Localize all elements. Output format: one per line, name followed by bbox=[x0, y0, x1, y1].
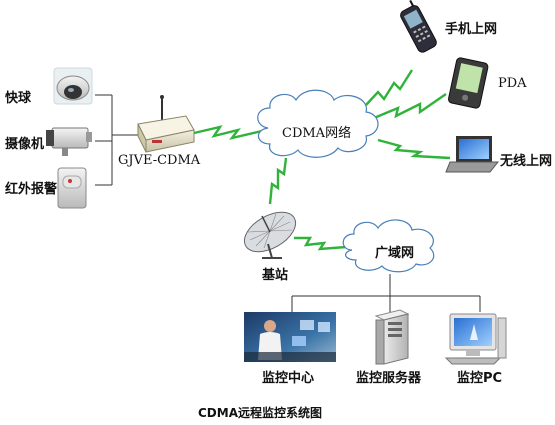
lan-wiring bbox=[291, 274, 481, 312]
label-cdma-network: CDMA网络 bbox=[282, 126, 352, 141]
pda-icon bbox=[448, 57, 489, 109]
label-pda: PDA bbox=[498, 76, 527, 91]
cdma-modem-icon bbox=[137, 95, 195, 153]
mobile-phone-icon bbox=[400, 0, 437, 53]
monitor-pc-icon bbox=[444, 313, 507, 365]
link-cdma-to-base bbox=[268, 157, 288, 205]
monitor-center-photo bbox=[244, 312, 336, 362]
base-station-icon bbox=[243, 211, 297, 259]
link-cdma-to-laptop bbox=[377, 138, 451, 160]
label-mobile-phone: 手机上网 bbox=[445, 22, 498, 37]
label-monitor-center: 监控中心 bbox=[262, 371, 315, 386]
cdma-network-cloud bbox=[257, 89, 379, 158]
link-cdma-to-phone bbox=[365, 69, 414, 106]
label-infrared-alarm: 红外报警 bbox=[5, 182, 58, 197]
wan-cloud bbox=[342, 219, 435, 273]
laptop-icon bbox=[445, 136, 500, 173]
label-wireless-internet: 无线上网 bbox=[500, 154, 553, 169]
link-modem-to-cdma bbox=[193, 125, 263, 140]
left-device-bracket bbox=[95, 94, 138, 186]
label-base-station: 基站 bbox=[262, 268, 289, 283]
label-wan: 广域网 bbox=[375, 246, 415, 261]
server-icon bbox=[374, 309, 410, 365]
link-cdma-to-pda bbox=[373, 93, 447, 120]
diagram-caption: CDMA远程监控系统图 bbox=[198, 406, 322, 420]
infrared-alarm-icon bbox=[57, 167, 87, 209]
label-box-camera: 摄像机 bbox=[5, 137, 45, 152]
label-monitor-server: 监控服务器 bbox=[356, 371, 422, 386]
link-base-to-wan bbox=[294, 236, 347, 251]
label-monitor-pc: 监控PC bbox=[457, 371, 503, 386]
label-dome-camera: 快球 bbox=[5, 91, 32, 106]
wireless-links bbox=[193, 69, 451, 251]
dome-camera-icon bbox=[53, 67, 93, 105]
box-camera-icon bbox=[46, 127, 92, 156]
label-modem: GJVE-CDMA bbox=[118, 153, 201, 168]
